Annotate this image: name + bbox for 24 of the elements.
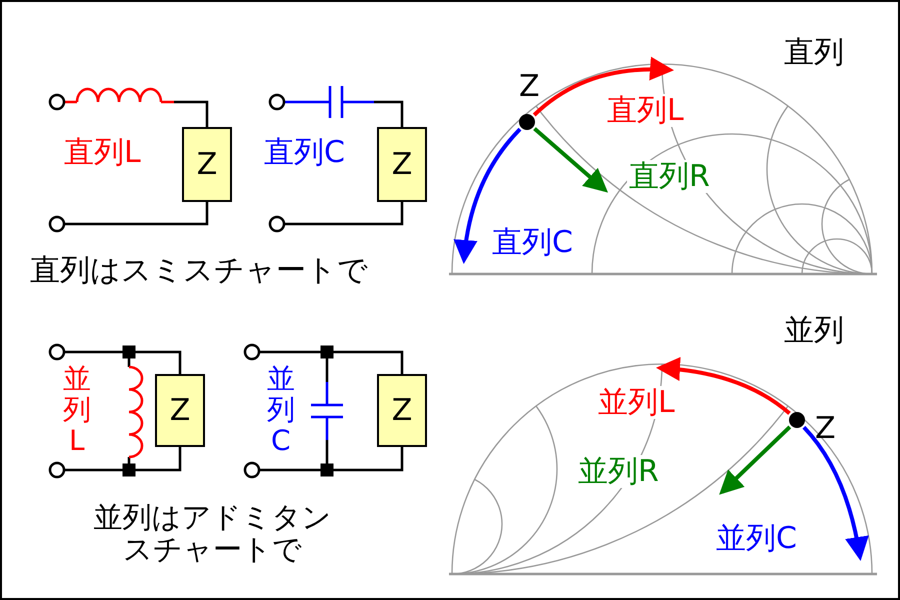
edge-label: 直列L: [605, 94, 686, 127]
edge-label: 直列R: [627, 160, 712, 193]
arrow: [454, 128, 522, 264]
arrow: [532, 57, 674, 116]
point-label: Z: [815, 414, 836, 444]
arrow: [719, 425, 792, 495]
edge-label: 並列L: [596, 386, 677, 419]
caption: 直列はスミスチャートで: [30, 254, 368, 287]
impedance-box: Z: [377, 374, 427, 447]
component-label: 並列C: [266, 364, 296, 456]
impedance-box: Z: [155, 374, 205, 447]
arrow: [802, 426, 868, 561]
caption: 並列はアドミタンスチャートで: [92, 502, 332, 566]
component-label: 直列C: [264, 136, 345, 169]
arrow: [533, 127, 608, 193]
impedance-box: Z: [377, 127, 427, 202]
component-label: 並列L: [62, 364, 92, 456]
component-label: 直列L: [64, 136, 141, 169]
point-label: Z: [519, 72, 540, 102]
chart-title: 並列: [784, 314, 844, 347]
impedance-box: Z: [182, 127, 232, 202]
edge-label: 並列R: [576, 455, 661, 488]
arrow: [656, 357, 791, 415]
chart-title: 直列: [784, 36, 844, 69]
